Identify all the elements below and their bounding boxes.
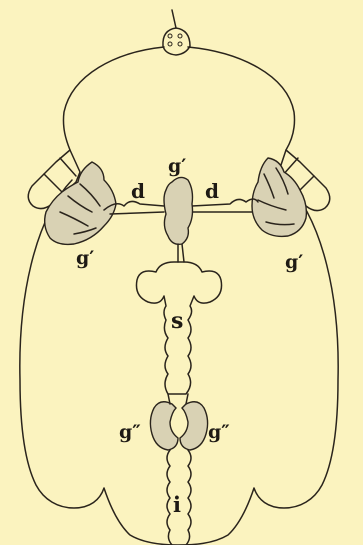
label-g1-left: g′ (76, 247, 94, 269)
label-s: s (171, 308, 183, 334)
right-lower-gland (180, 402, 208, 450)
knob-dot (168, 34, 172, 38)
left-duct-lower (110, 212, 164, 214)
label-d-right: d (205, 179, 219, 203)
knob-dot (178, 42, 182, 46)
central-gland-stalk (178, 244, 184, 262)
central-gland (164, 177, 193, 244)
knob-dot (178, 34, 182, 38)
left-antenna-joint (44, 174, 62, 192)
apical-spine (172, 10, 176, 28)
knob-dot (168, 42, 172, 46)
left-lower-gland (150, 402, 178, 450)
label-g1-right: g′ (285, 251, 303, 273)
head-knob (163, 28, 190, 55)
left-antenna-joint (60, 158, 76, 176)
label-g2-right: g″ (208, 421, 230, 443)
label-i: i (173, 492, 181, 517)
label-g1-top: g′ (168, 155, 186, 177)
head-shield (63, 47, 294, 150)
label-d-left: d (131, 179, 145, 203)
label-g2-left: g″ (119, 421, 141, 443)
right-duct (192, 199, 258, 206)
